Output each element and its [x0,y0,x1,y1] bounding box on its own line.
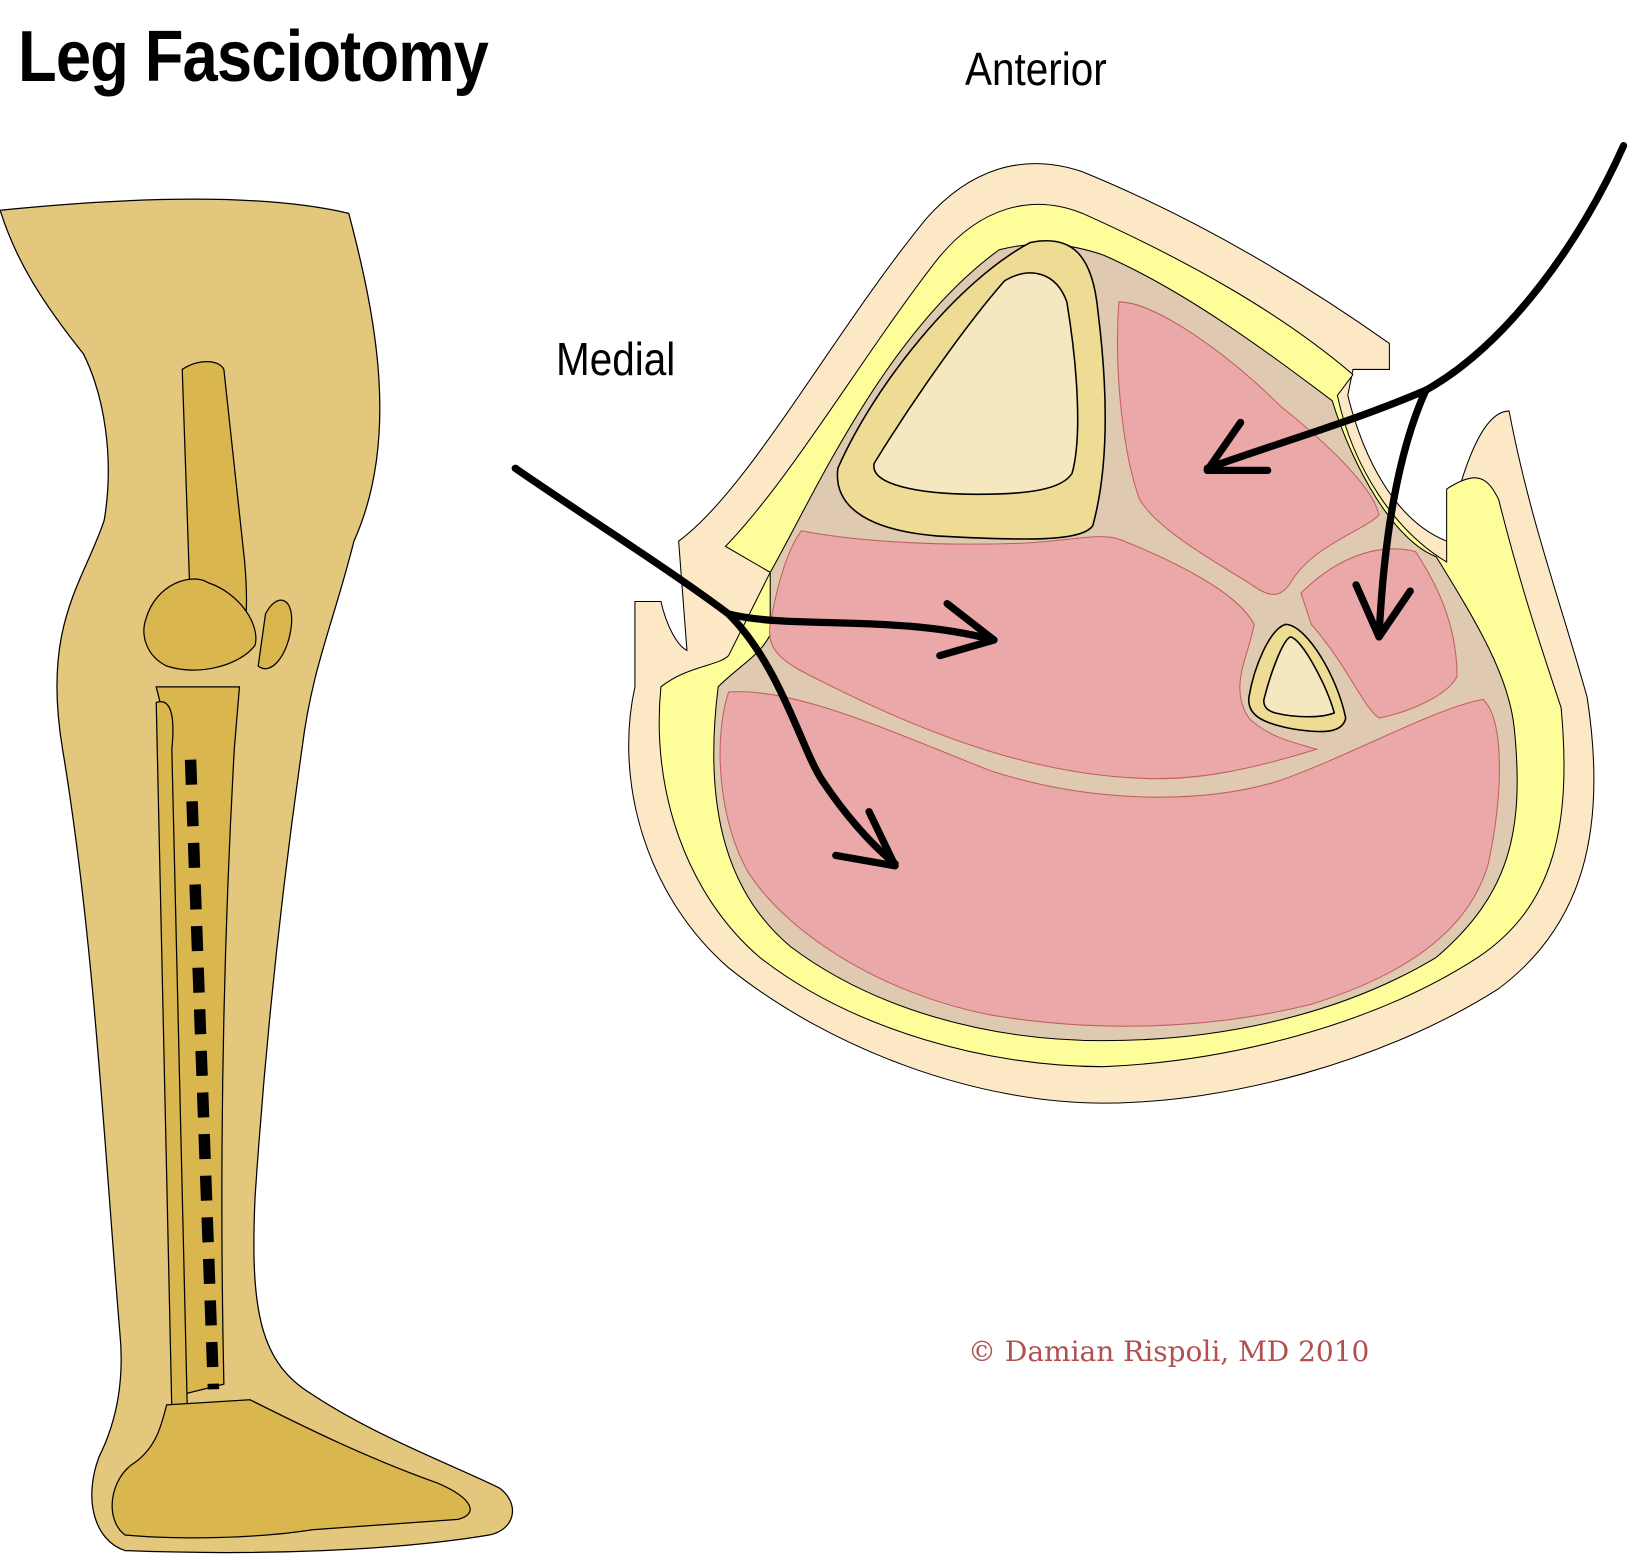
arrow-to-anterior [1203,386,1430,472]
knee-condyles [143,578,257,671]
superficial-posterior-compartment [719,691,1500,1027]
arrowhead-deep-posterior [936,599,998,660]
tibia-marrow [873,272,1079,496]
medial-label: Medial [556,333,676,385]
incision-line [184,759,220,1390]
copyright-notice: © Damian Rispoli, MD 2010 [968,1335,1370,1368]
anterior-compartment [1116,301,1380,595]
leg-silhouette [0,198,514,1554]
leg-side-view [0,198,514,1554]
arrowhead-lateral [1352,581,1414,641]
deep-posterior-compartment [769,530,1319,780]
page-title: Leg Fasciotomy [18,17,489,97]
cross-section [628,163,1595,1104]
arrowhead-anterior [1203,418,1272,475]
foot-bones [111,1399,471,1539]
arrow-to-lateral [1375,386,1430,641]
medial-incision-arrow-path [511,464,733,618]
arrowhead-superficial-posterior [832,808,899,870]
arrow-to-deep-posterior [724,610,998,644]
fibula-marrow [1263,636,1336,718]
patella [257,599,293,670]
lateral-incision-arrow-path [1422,142,1628,394]
arrow-to-superficial-posterior [724,610,899,868]
anterior-label: Anterior [965,43,1107,95]
incision-arrows [511,142,1628,870]
